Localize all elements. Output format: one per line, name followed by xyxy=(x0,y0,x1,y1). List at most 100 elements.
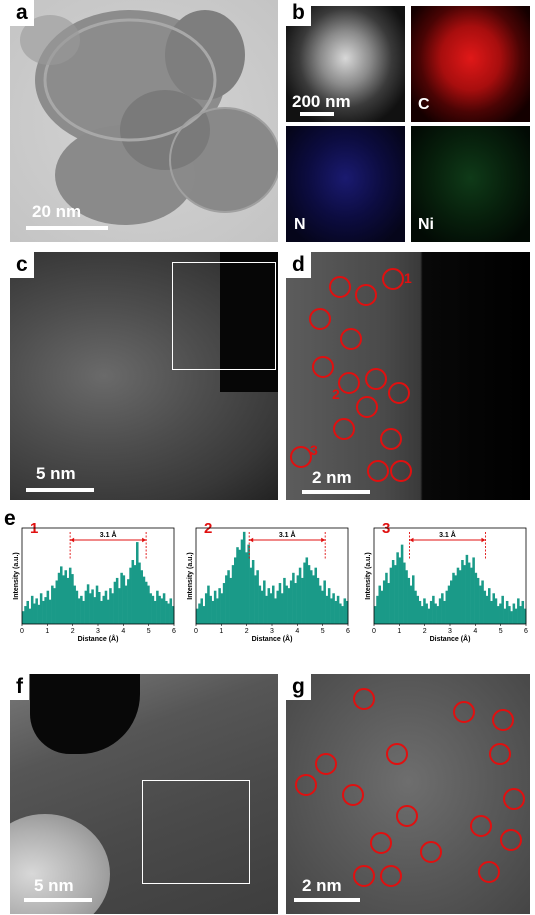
intensity-bar xyxy=(39,593,43,624)
intensity-bar xyxy=(160,598,164,624)
intensity-bar xyxy=(133,565,137,624)
intensity-bar xyxy=(479,585,482,624)
intensity-bar xyxy=(251,560,255,624)
intensity-bar xyxy=(307,565,311,624)
map-nitrogen xyxy=(286,126,405,242)
marker-tag-3: 3 xyxy=(310,442,318,458)
intensity-bar xyxy=(138,562,141,624)
intensity-bar xyxy=(394,565,397,624)
intensity-bar xyxy=(327,588,331,624)
intensity-bar xyxy=(374,606,377,624)
single-atom-marker xyxy=(309,308,331,330)
intensity-bar xyxy=(265,595,268,624)
intensity-bar xyxy=(382,580,386,624)
intensity-bar xyxy=(387,583,390,624)
intensity-bar xyxy=(220,593,224,624)
panel-label-a: a xyxy=(10,0,34,26)
intensity-bar xyxy=(488,588,491,624)
chart-number-1: 1 xyxy=(30,520,39,537)
arrow-head xyxy=(142,537,147,543)
x-tick-label: 5 xyxy=(321,628,325,635)
single-atom-marker xyxy=(365,368,387,390)
intensity-bar xyxy=(403,562,406,624)
vacuum-region xyxy=(220,252,278,392)
intensity-bar xyxy=(256,570,259,624)
intensity-bar xyxy=(330,598,333,624)
single-atom-marker xyxy=(478,861,500,883)
intensity-bar xyxy=(456,567,460,624)
intensity-bar xyxy=(472,557,475,624)
intensity-bar xyxy=(376,595,379,624)
panel-g-haadf-zoom: g 2 nm xyxy=(286,674,530,914)
intensity-bar xyxy=(283,577,286,624)
intensity-bar xyxy=(441,593,444,624)
single-atom-marker xyxy=(386,743,408,765)
single-atom-marker xyxy=(492,709,514,731)
intensity-bar xyxy=(285,585,288,624)
intensity-bar xyxy=(46,590,50,624)
y-axis-title: Intensity (a.u.) xyxy=(13,552,20,599)
arrow-head xyxy=(70,537,75,543)
x-tick-label: 3 xyxy=(270,628,274,635)
intensity-bar xyxy=(71,574,74,624)
single-atom-marker xyxy=(342,784,364,806)
x-tick-label: 4 xyxy=(121,628,125,635)
single-atom-marker xyxy=(356,396,378,418)
single-atom-marker xyxy=(290,446,312,468)
single-atom-marker xyxy=(388,382,410,404)
single-atom-marker xyxy=(396,805,418,827)
single-atom-marker xyxy=(390,460,412,482)
x-tick-label: 0 xyxy=(20,628,24,635)
distance-label: 3.1 Å xyxy=(100,530,117,539)
intensity-bar xyxy=(396,552,399,624)
single-atom-marker xyxy=(329,276,351,298)
intensity-bar xyxy=(380,590,384,624)
x-tick-label: 5 xyxy=(499,628,503,635)
single-atom-marker xyxy=(355,284,377,306)
intensity-bar xyxy=(120,572,123,624)
intensity-bar xyxy=(60,566,63,624)
scale-text-f: 5 nm xyxy=(34,876,74,895)
intensity-bar xyxy=(158,595,161,624)
intensity-bar xyxy=(106,599,110,624)
intensity-bar xyxy=(434,603,437,624)
intensity-bar xyxy=(42,600,45,624)
intensity-bar xyxy=(247,544,250,624)
intensity-bar xyxy=(521,600,525,624)
x-tick-label: 6 xyxy=(524,628,528,635)
intensity-bar xyxy=(425,603,428,624)
x-tick-label: 0 xyxy=(372,628,376,635)
x-tick-label: 1 xyxy=(45,628,49,635)
single-atom-marker xyxy=(367,460,389,482)
intensity-bar xyxy=(80,595,83,624)
intensity-bar xyxy=(420,606,424,624)
intensity-bar xyxy=(389,567,393,624)
intensity-bar xyxy=(57,572,61,624)
x-tick-label: 0 xyxy=(194,628,198,635)
intensity-bar xyxy=(44,597,47,624)
scale-bar-d xyxy=(302,490,370,494)
intensity-bar xyxy=(48,599,52,624)
intensity-bar xyxy=(216,598,219,624)
intensity-bar xyxy=(343,598,347,624)
intensity-bar xyxy=(305,557,309,624)
intensity-bar xyxy=(510,611,513,624)
intensity-bar xyxy=(231,565,235,624)
intensity-bar xyxy=(339,603,342,624)
intensity-bar xyxy=(503,608,507,624)
single-atom-marker xyxy=(338,372,360,394)
intensity-bar xyxy=(28,608,32,624)
intensity-bar xyxy=(476,577,480,624)
panel-label-b: b xyxy=(286,0,311,26)
single-atom-marker xyxy=(380,865,402,887)
intensity-bar xyxy=(398,557,402,624)
dark-region xyxy=(30,674,140,754)
intensity-bar xyxy=(136,542,139,624)
intensity-bar xyxy=(211,600,215,624)
intensity-bar xyxy=(325,595,329,624)
x-tick-label: 3 xyxy=(448,628,452,635)
zoom-region-box xyxy=(142,780,250,884)
intensity-bar xyxy=(55,580,59,624)
intensity-bar xyxy=(458,570,462,624)
intensity-bar xyxy=(474,572,478,624)
